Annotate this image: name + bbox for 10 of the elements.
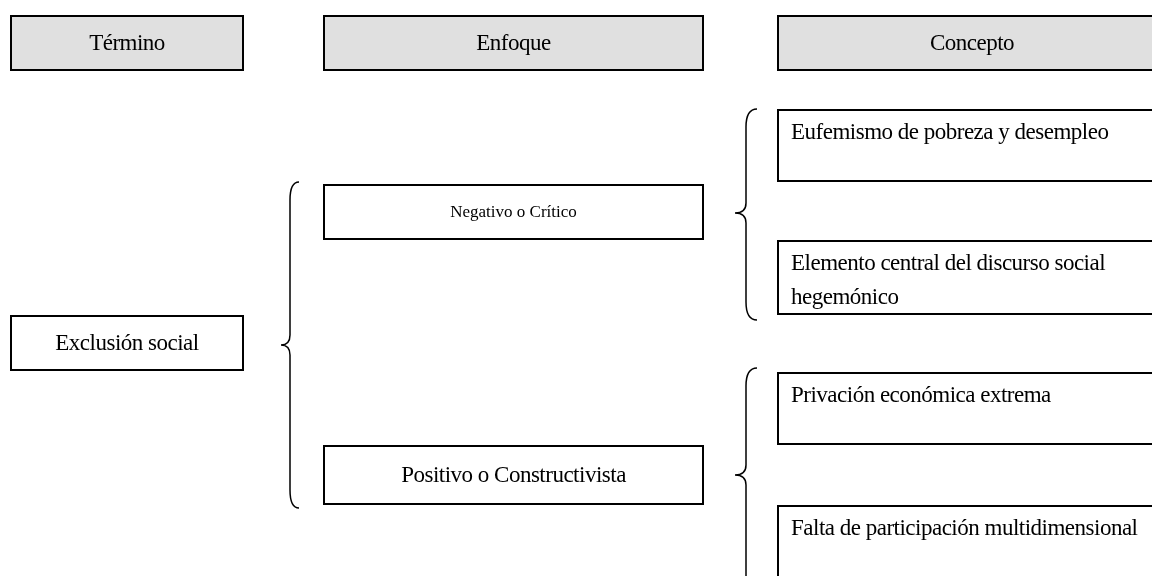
column-header: Concepto: [777, 15, 1152, 71]
concept-box: Positivo o Constructivista: [323, 445, 704, 505]
concept-box: Exclusión social: [10, 315, 244, 371]
concept-box: Privación económica extrema: [777, 372, 1152, 445]
concept-box: Eufemismo de pobreza y desempleo: [777, 109, 1152, 182]
column-header: Enfoque: [323, 15, 704, 71]
concept-box: Falta de participación multidimensional: [777, 505, 1152, 576]
concept-box: Negativo o Crítico: [323, 184, 704, 240]
column-header: Término: [10, 15, 244, 71]
concept-box: Elemento central del discurso social hegemónico: [777, 240, 1152, 315]
